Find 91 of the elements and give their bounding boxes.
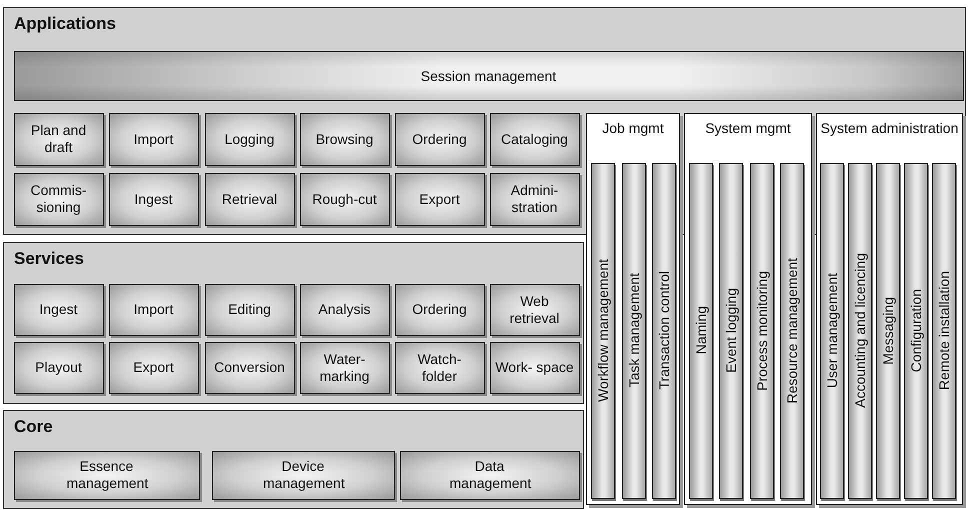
- vertical-bar: [652, 162, 676, 498]
- module-box: [212, 450, 394, 500]
- vertical-bar: [622, 162, 646, 498]
- module-label: Work- space: [495, 359, 574, 376]
- module-box: [490, 342, 580, 394]
- column-heading: System mgmt: [704, 120, 792, 137]
- bar-label: Workflow management: [594, 259, 610, 402]
- module-label: Admini- stration: [510, 182, 560, 216]
- bar-label: Transaction control: [656, 271, 672, 390]
- module-label: Plan and draft: [30, 122, 88, 156]
- module-label: Rough-cut: [312, 190, 377, 208]
- module-box: [108, 112, 198, 166]
- vertical-bar: [688, 162, 712, 498]
- module-label: Commis- sioning: [30, 182, 88, 216]
- module-label: Essence management: [66, 458, 146, 492]
- module-label: Conversion: [214, 359, 285, 376]
- module-label: Ingest: [134, 190, 173, 208]
- module-box: [204, 284, 294, 336]
- vertical-bar: [590, 162, 614, 498]
- vertical-bar: [780, 162, 804, 498]
- module-label: Import: [134, 301, 174, 318]
- module-box: [14, 172, 104, 226]
- module-label: Editing: [228, 301, 271, 318]
- module-box: [300, 284, 390, 336]
- module-box: [204, 342, 294, 394]
- module-label: Playout: [35, 359, 82, 376]
- bar-label: Remote installation: [936, 270, 952, 390]
- module-box: [490, 112, 580, 166]
- module-label: Data management: [450, 458, 530, 492]
- bar-label: Task management: [626, 273, 642, 388]
- module-box: [300, 342, 390, 394]
- layer-heading: Services: [14, 249, 84, 269]
- column-heading: Job mgmt: [601, 120, 665, 137]
- module-label: Web retrieval: [508, 292, 560, 326]
- bar-label: Resource management: [784, 258, 800, 404]
- bar-label: Session management: [420, 68, 556, 84]
- vertical-bar: [750, 162, 774, 498]
- module-label: Retrieval: [222, 190, 278, 208]
- module-box: [394, 172, 484, 226]
- module-box: [14, 342, 104, 394]
- module-box: [14, 450, 200, 500]
- vertical-bar: [848, 162, 872, 498]
- bar-label: Event logging: [722, 288, 738, 373]
- module-box: [300, 172, 390, 226]
- module-box: [490, 172, 580, 226]
- vertical-bar: [718, 162, 742, 498]
- module-label: Water- marking: [318, 350, 370, 384]
- bar-label: Process monitoring: [754, 270, 770, 390]
- vertical-bar: [820, 162, 844, 498]
- column-panel: [684, 113, 812, 505]
- session-bar: [14, 50, 964, 100]
- column-heading: System administration: [820, 120, 960, 137]
- module-label: Browsing: [316, 130, 374, 148]
- vertical-bar: [932, 162, 956, 498]
- module-label: Ingest: [39, 301, 78, 318]
- module-label: Ordering: [412, 301, 467, 318]
- vertical-bar: [876, 162, 900, 498]
- column-panel: [586, 113, 680, 505]
- module-label: Analysis: [318, 301, 371, 318]
- module-label: Export: [419, 190, 460, 208]
- module-box: [490, 284, 580, 336]
- bar-label: Configuration: [908, 288, 924, 372]
- module-label: Cataloging: [501, 130, 568, 148]
- module-box: [300, 112, 390, 166]
- module-box: [108, 342, 198, 394]
- module-box: [394, 112, 484, 166]
- module-label: Ordering: [412, 130, 467, 148]
- bar-label: User management: [824, 272, 840, 388]
- bar-label: Messaging: [880, 296, 896, 364]
- module-label: Logging: [224, 130, 274, 148]
- module-box: [400, 450, 580, 500]
- module-box: [108, 284, 198, 336]
- bar-label: Naming: [692, 306, 708, 355]
- vertical-bar: [904, 162, 928, 498]
- module-box: [14, 112, 104, 166]
- module-label: Export: [133, 359, 174, 376]
- column-panel: [816, 113, 963, 505]
- layer-panel: [3, 242, 584, 404]
- module-box: [204, 172, 294, 226]
- layer-heading: Core: [14, 417, 53, 437]
- module-box: [204, 112, 294, 166]
- module-label: Import: [134, 130, 174, 148]
- module-box: [394, 342, 484, 394]
- layer-heading: Applications: [14, 14, 116, 34]
- module-box: [108, 172, 198, 226]
- module-box: [14, 284, 104, 336]
- layer-panel: [3, 410, 584, 509]
- module-label: Device management: [263, 458, 343, 492]
- module-box: [394, 284, 484, 336]
- bar-label: Accounting and licencing: [852, 253, 868, 408]
- module-label: Watch- folder: [416, 350, 462, 384]
